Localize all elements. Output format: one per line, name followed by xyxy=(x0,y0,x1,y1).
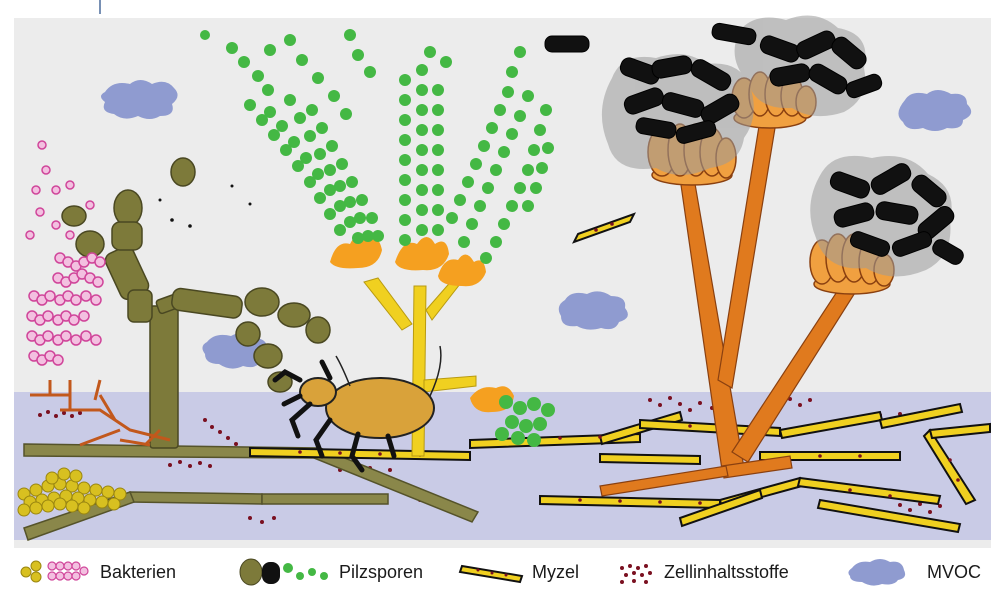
legend-bacteria-label: Bakterien xyxy=(100,562,176,582)
legend-spores-label: Pilzsporen xyxy=(339,562,423,582)
legend-mycelium-label: Myzel xyxy=(532,562,579,582)
legend-cell-contents-label: Zellinhaltsstoffe xyxy=(664,562,789,582)
legend-mvoc-label: MVOC xyxy=(927,562,981,582)
